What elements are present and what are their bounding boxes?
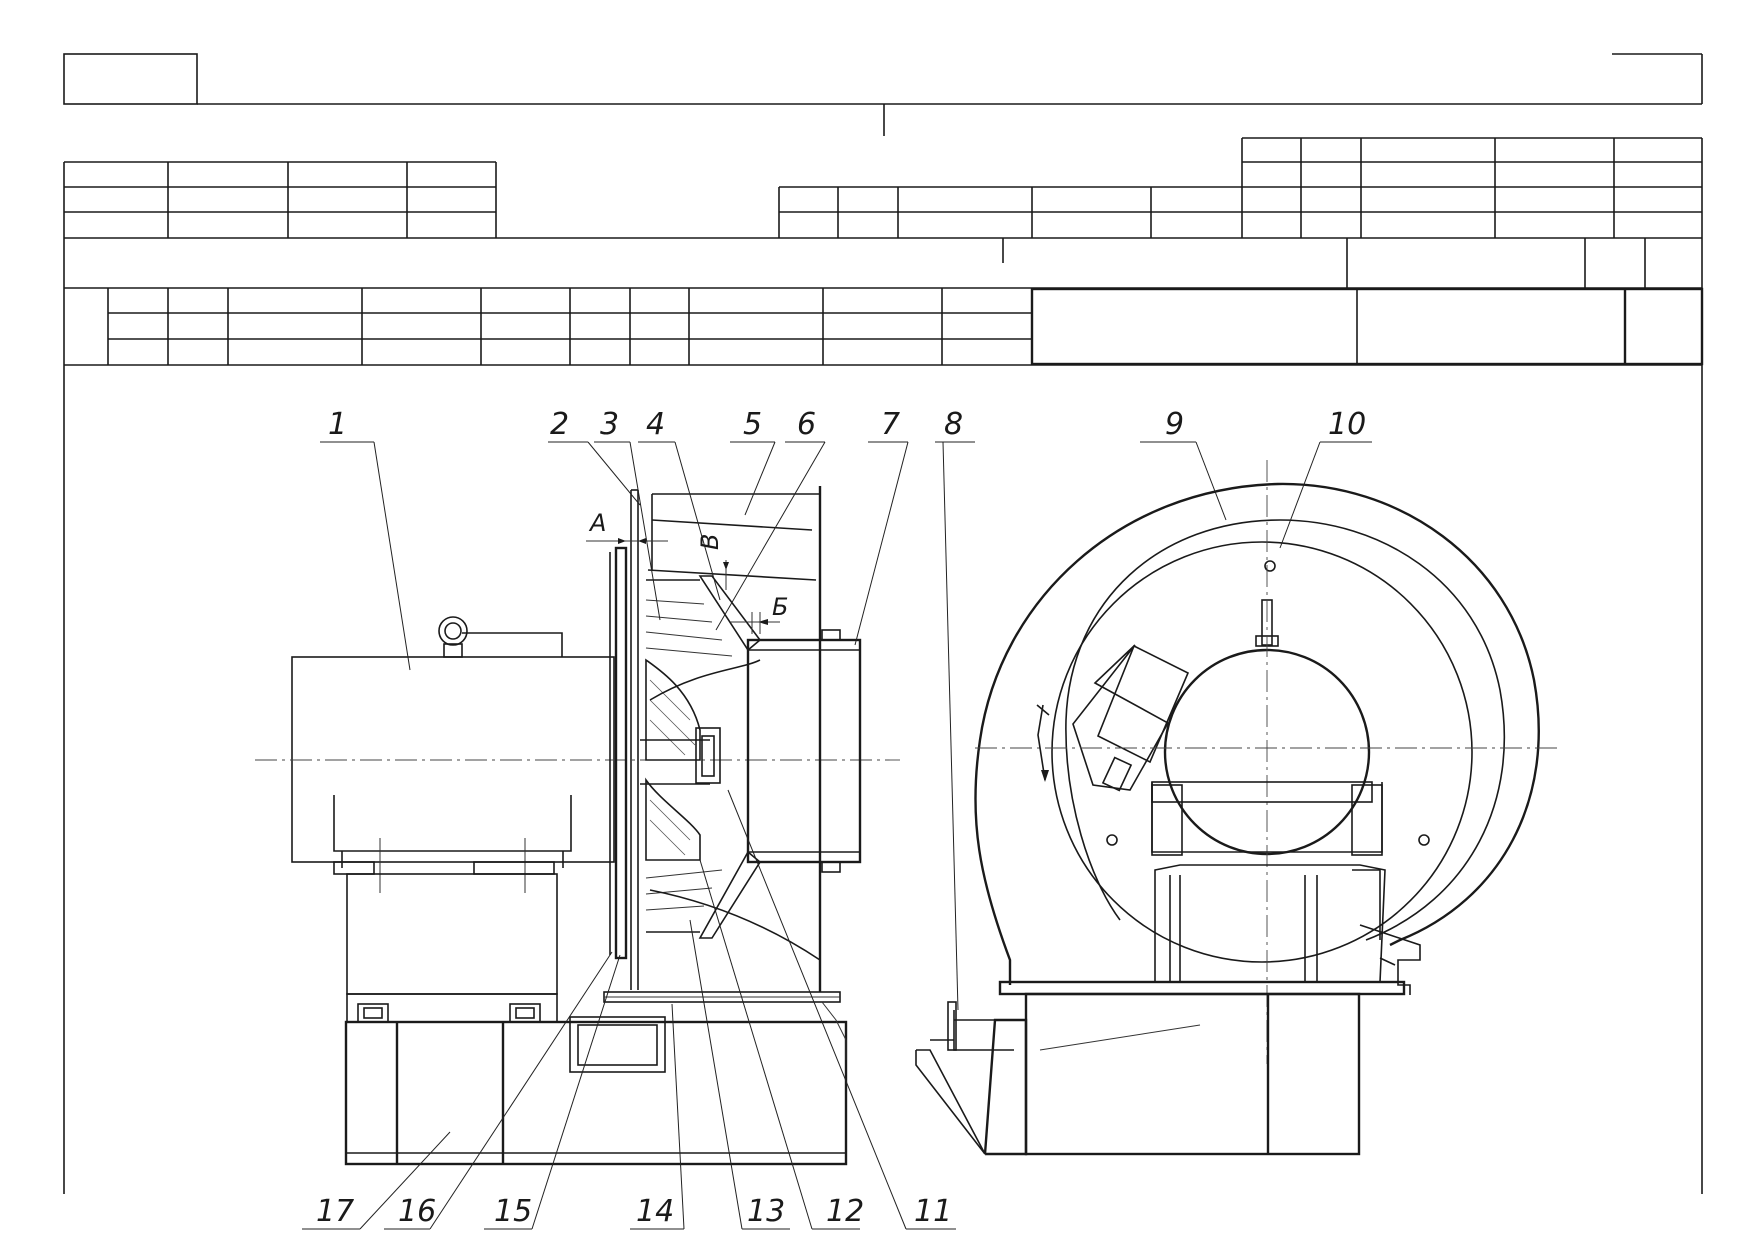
dimension-labels: А В Б bbox=[588, 509, 788, 621]
dimension-a-label: А bbox=[588, 509, 606, 537]
callout-1: 1 bbox=[328, 407, 347, 442]
callout-7: 7 bbox=[881, 407, 900, 442]
title-block-grid bbox=[63, 53, 1704, 1194]
callout-3: 3 bbox=[600, 407, 619, 442]
inlet-cone bbox=[698, 575, 762, 652]
front-base-frame bbox=[1024, 992, 1361, 1156]
callout-5: 5 bbox=[743, 407, 762, 442]
callout-17: 17 bbox=[316, 1194, 354, 1229]
callout-16: 16 bbox=[398, 1194, 436, 1229]
side-view bbox=[255, 486, 900, 1166]
outlet-pipe bbox=[746, 638, 862, 864]
callout-11: 11 bbox=[914, 1194, 952, 1229]
callout-labels: 1 2 3 4 5 6 7 8 9 10 11 12 13 14 15 16 1… bbox=[316, 407, 1366, 1229]
lifting-eye bbox=[438, 616, 468, 646]
dimension-v-label: В bbox=[696, 534, 724, 550]
impeller-hub bbox=[645, 658, 701, 761]
callout-2: 2 bbox=[550, 407, 569, 442]
base-frame bbox=[344, 1020, 848, 1166]
back-plate bbox=[614, 546, 628, 960]
front-view bbox=[915, 460, 1560, 1156]
callout-8: 8 bbox=[944, 407, 963, 442]
callout-9: 9 bbox=[1165, 407, 1184, 442]
callout-10: 10 bbox=[1328, 407, 1366, 442]
callout-6: 6 bbox=[797, 407, 816, 442]
dimension-b-label: Б bbox=[772, 593, 788, 621]
callout-14: 14 bbox=[636, 1194, 674, 1229]
callout-15: 15 bbox=[494, 1194, 532, 1229]
inlet-disc bbox=[1051, 541, 1473, 963]
leader-lines bbox=[302, 441, 1372, 1230]
callout-4: 4 bbox=[646, 407, 665, 442]
motor-body bbox=[291, 656, 615, 863]
callout-13: 13 bbox=[747, 1194, 785, 1229]
spiral-casing bbox=[974, 482, 1540, 985]
callout-12: 12 bbox=[826, 1194, 864, 1229]
